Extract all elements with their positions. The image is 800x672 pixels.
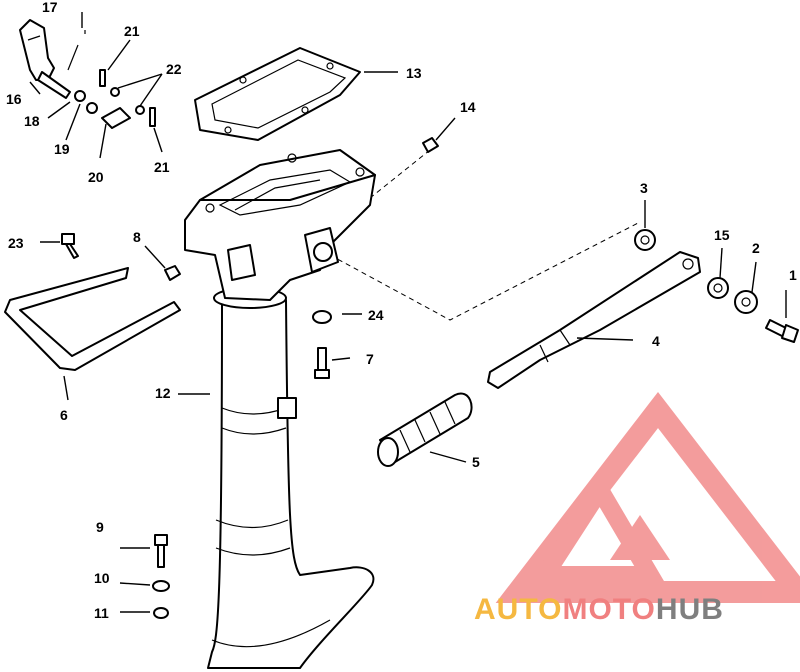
label-part-19: 19 [54, 141, 70, 157]
part-6-tiller-bracket [4, 267, 181, 371]
watermark-auto: AUTO [474, 593, 562, 626]
label-part-5: 5 [472, 454, 480, 470]
label-part-17: 17 [42, 0, 58, 15]
label-part-10: 10 [94, 570, 110, 586]
watermark-wordmark: AUTOMOTOHUB [474, 593, 724, 626]
svg-text:AUTOMOTOHUB: AUTOMOTOHUB [474, 593, 724, 626]
parts-9-10-11-fasteners [152, 534, 170, 619]
part-5-grip [377, 392, 473, 467]
label-part-21-bottom: 21 [154, 159, 170, 175]
label-part-23: 23 [8, 235, 24, 251]
part-7-bolt [314, 347, 330, 379]
label-part-20: 20 [88, 169, 104, 185]
upper-housing-block [184, 149, 376, 301]
label-part-13: 13 [406, 65, 422, 81]
label-part-11: 11 [94, 605, 109, 621]
part-12-drive-shaft-housing [207, 287, 375, 669]
label-part-18: 18 [24, 113, 40, 129]
linkage-parts-16-22 [19, 19, 156, 129]
label-part-12: 12 [155, 385, 171, 401]
label-part-22: 22 [166, 61, 182, 77]
parts-1-2-3-15-hardware [634, 229, 799, 343]
watermark-moto: MOTO [562, 593, 655, 626]
label-part-15: 15 [714, 227, 730, 243]
dashed-guide-lines [329, 149, 641, 321]
part-4-tiller-arm [487, 251, 701, 389]
label-part-14: 14 [460, 99, 476, 115]
label-part-2: 2 [752, 240, 760, 256]
watermark-logo-triangle [495, 391, 800, 603]
part-13-gasket [194, 47, 361, 141]
nuts-and-washers [164, 137, 439, 324]
label-part-21-top: 21 [124, 23, 140, 39]
label-part-4: 4 [652, 333, 660, 349]
callout-leaders [29, 12, 787, 613]
callout-labels: 1 2 3 4 5 6 7 8 9 10 11 12 13 14 15 16 1… [6, 0, 797, 621]
label-part-7: 7 [366, 351, 374, 367]
label-part-6: 6 [60, 407, 68, 423]
part-23-bolt [61, 233, 79, 259]
label-part-16: 16 [6, 91, 22, 107]
label-part-24: 24 [368, 307, 384, 323]
label-part-3: 3 [640, 180, 648, 196]
label-part-8: 8 [133, 229, 141, 245]
label-part-9: 9 [96, 519, 104, 535]
watermark-hub: HUB [656, 593, 724, 626]
label-part-1: 1 [789, 267, 797, 283]
